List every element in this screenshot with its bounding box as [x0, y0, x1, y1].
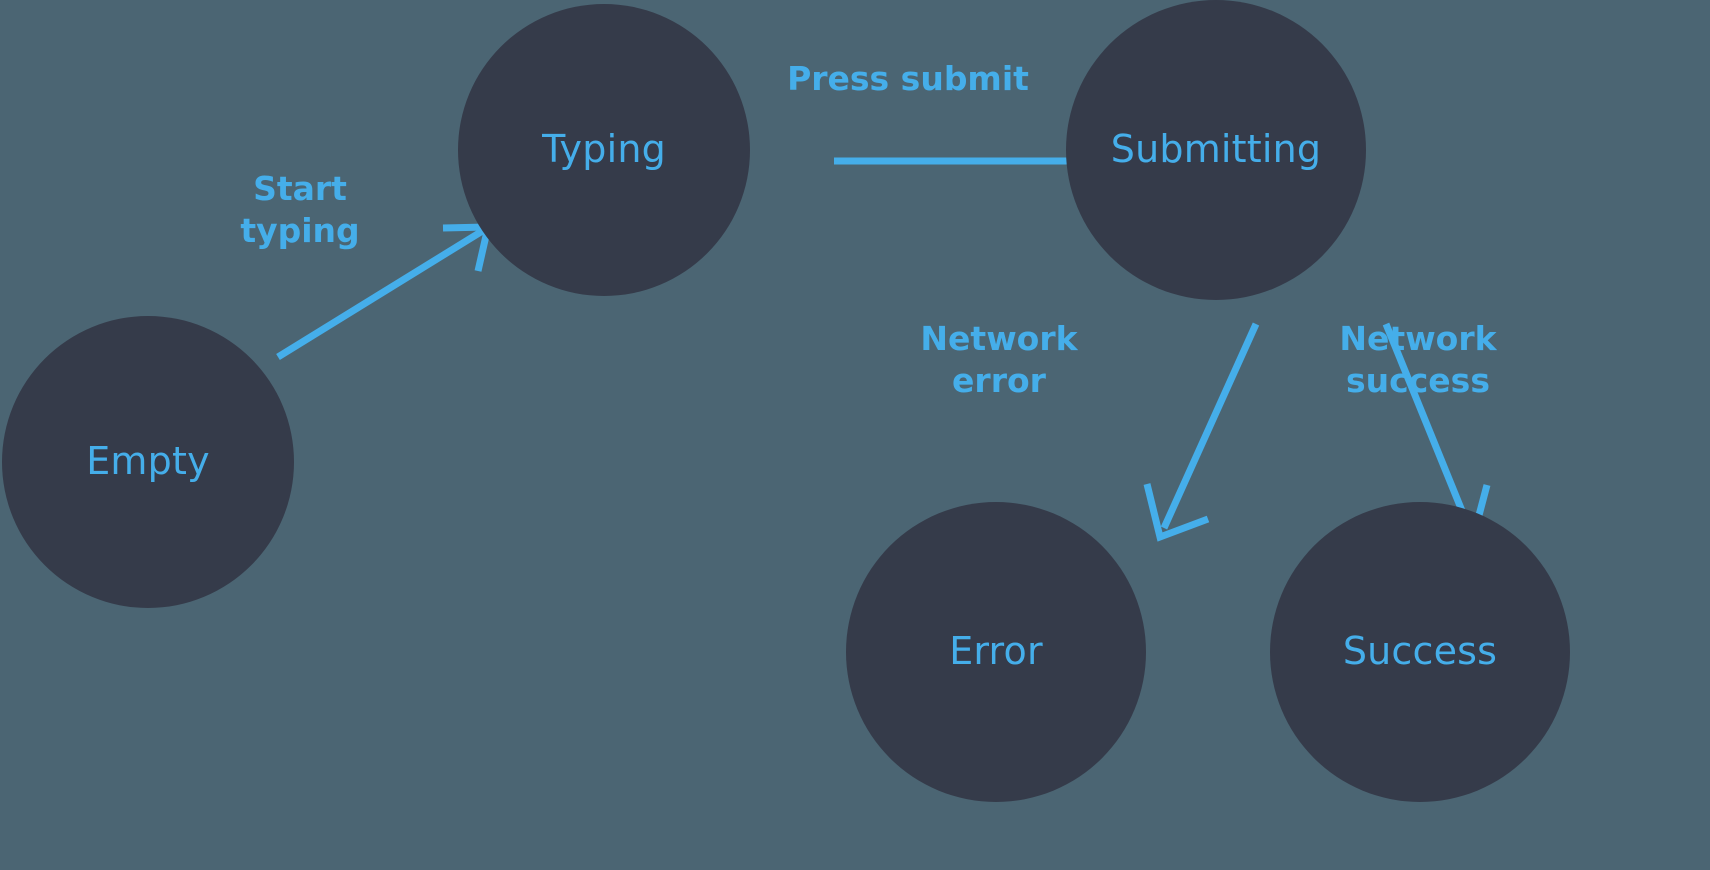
transition-label-network-error: Network error [920, 319, 1078, 401]
transition-label-network-success: Network success [1339, 319, 1497, 401]
transition-label-press-submit: Press submit [787, 59, 1029, 98]
state-node-typing[interactable]: Typing [458, 4, 750, 296]
transition-label-start-typing: Start typing [240, 169, 360, 251]
edge-network-error-line [1160, 322, 1260, 530]
state-label-empty: Empty [86, 439, 210, 484]
edge-network-success-line [1382, 322, 1473, 530]
state-label-success: Success [1342, 629, 1498, 674]
edge-start-typing-line [276, 227, 486, 360]
state-label-typing: Typing [542, 127, 666, 172]
state-node-success[interactable]: Success [1270, 502, 1570, 802]
state-label-error: Error [949, 629, 1043, 674]
state-node-submitting[interactable]: Submitting [1066, 0, 1366, 300]
edge-network-error-arrowhead [1143, 483, 1210, 542]
edge-network-error [1143, 322, 1260, 542]
state-node-empty[interactable]: Empty [2, 316, 294, 608]
state-label-submitting: Submitting [1110, 127, 1322, 172]
state-node-error[interactable]: Error [846, 502, 1146, 802]
